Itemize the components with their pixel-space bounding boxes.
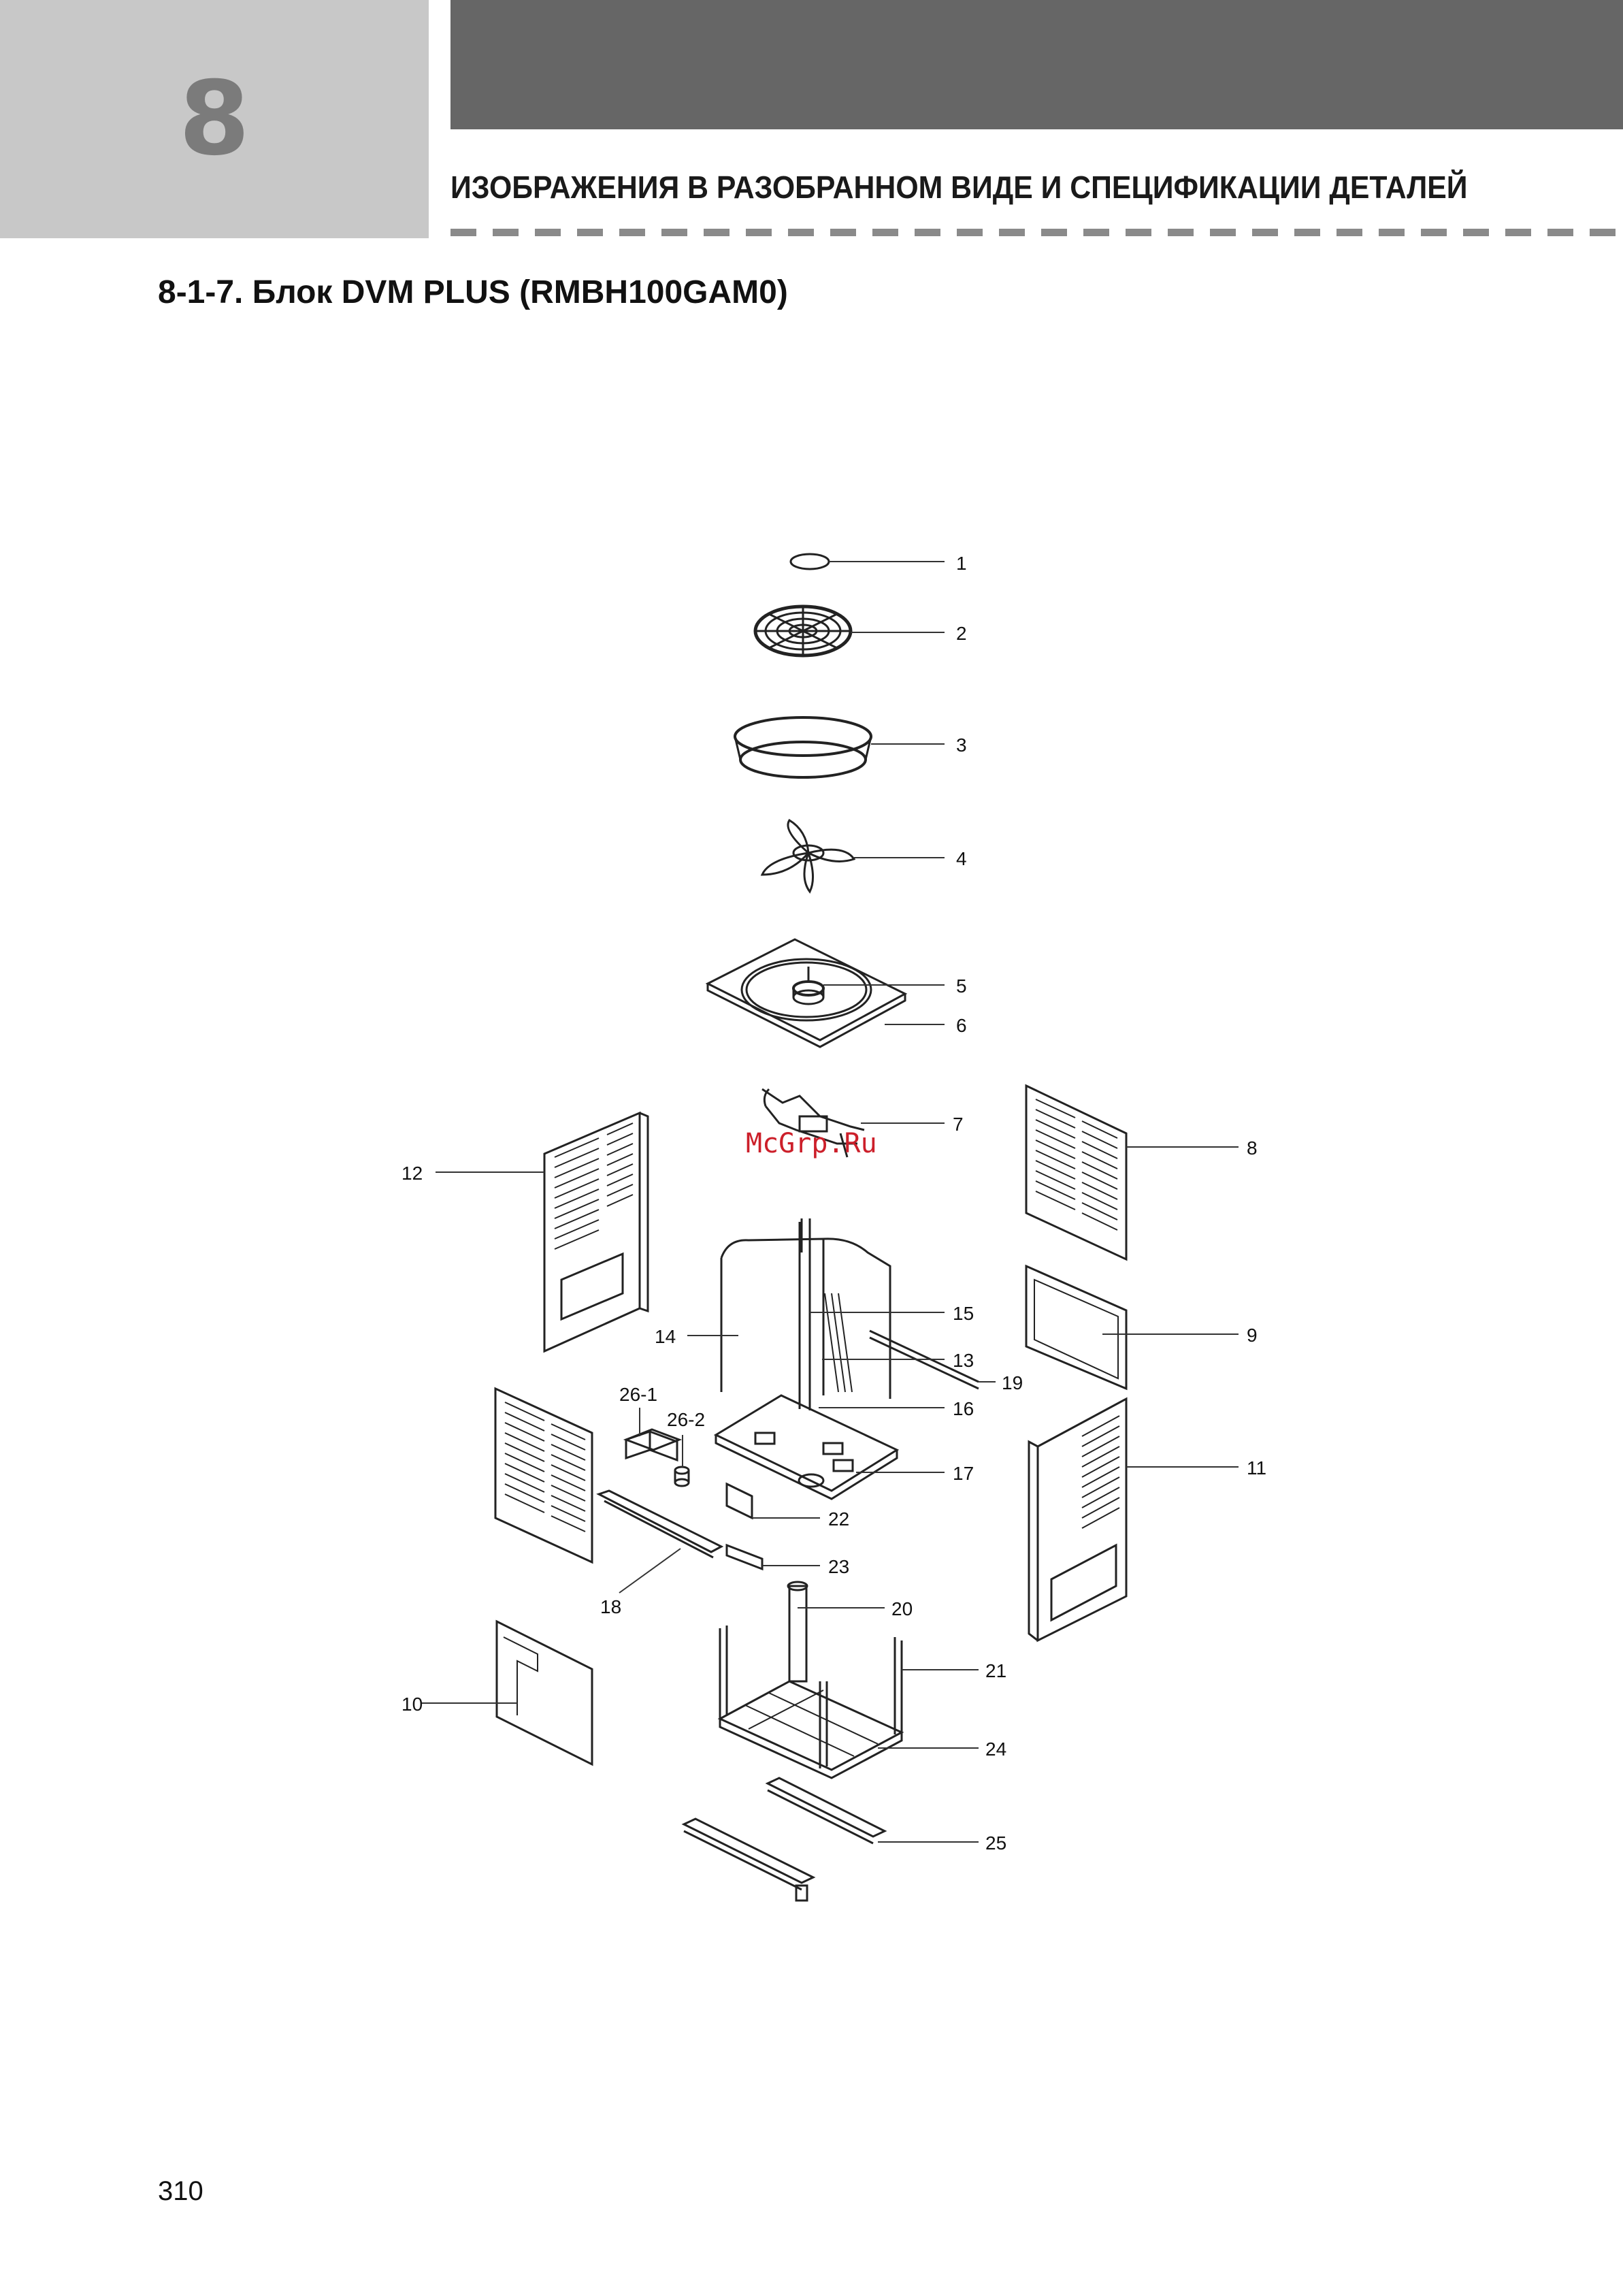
label-part-13: 13 <box>953 1350 974 1371</box>
label-part-17: 17 <box>953 1463 974 1484</box>
label-part-14: 14 <box>655 1326 676 1347</box>
part-labels: 1 2 3 4 5 6 7 8 9 10 11 12 13 14 15 16 1… <box>401 553 1266 1854</box>
part-26-1 <box>626 1429 679 1460</box>
label-part-20: 20 <box>891 1598 913 1619</box>
part-bracket-23 <box>727 1545 762 1569</box>
label-part-10: 10 <box>401 1694 423 1715</box>
label-part-22: 22 <box>828 1508 849 1530</box>
label-part-18: 18 <box>600 1596 621 1617</box>
label-part-9: 9 <box>1247 1325 1258 1346</box>
label-part-6: 6 <box>956 1015 967 1036</box>
part-propeller <box>762 820 854 892</box>
part-column-20 <box>788 1582 807 1681</box>
part-panel-10 <box>497 1621 592 1764</box>
part-plate-22 <box>727 1484 752 1518</box>
part-26-2 <box>675 1467 689 1486</box>
label-part-23: 23 <box>828 1556 849 1577</box>
label-part-16: 16 <box>953 1398 974 1419</box>
part-panel-11 <box>1029 1399 1126 1640</box>
part-panel-12 <box>544 1113 648 1351</box>
part-ring <box>735 717 871 777</box>
label-part-8: 8 <box>1247 1137 1258 1159</box>
label-part-3: 3 <box>956 734 967 756</box>
label-part-5: 5 <box>956 975 967 997</box>
part-fan-motor <box>793 967 823 1004</box>
part-heat-exchanger <box>721 1218 890 1410</box>
label-part-24: 24 <box>985 1739 1006 1760</box>
diagram-parts <box>495 554 1126 1901</box>
label-part-25: 25 <box>985 1832 1006 1854</box>
label-part-2: 2 <box>956 623 967 644</box>
label-part-21: 21 <box>985 1660 1006 1681</box>
label-part-26-2: 26-2 <box>667 1409 705 1430</box>
part-base-rail-25 <box>684 1778 885 1901</box>
part-panel-9 <box>1026 1266 1126 1389</box>
part-frame <box>720 1626 902 1778</box>
label-part-7: 7 <box>953 1114 964 1135</box>
label-part-15: 15 <box>953 1303 974 1324</box>
label-part-1: 1 <box>956 553 967 574</box>
part-cap <box>791 554 829 569</box>
label-part-12: 12 <box>401 1163 423 1184</box>
part-panel-front-left <box>495 1389 592 1562</box>
label-part-11: 11 <box>1247 1457 1266 1478</box>
part-fan-guard <box>755 607 851 656</box>
label-part-19: 19 <box>1002 1372 1023 1393</box>
label-part-4: 4 <box>956 848 967 869</box>
part-rail-18 <box>599 1491 721 1557</box>
part-base-tray <box>716 1395 897 1499</box>
part-panel-8 <box>1026 1086 1126 1259</box>
part-top-panel <box>708 939 905 1047</box>
label-part-26-1: 26-1 <box>619 1384 657 1405</box>
watermark-text: McGrp.Ru <box>746 1128 877 1159</box>
